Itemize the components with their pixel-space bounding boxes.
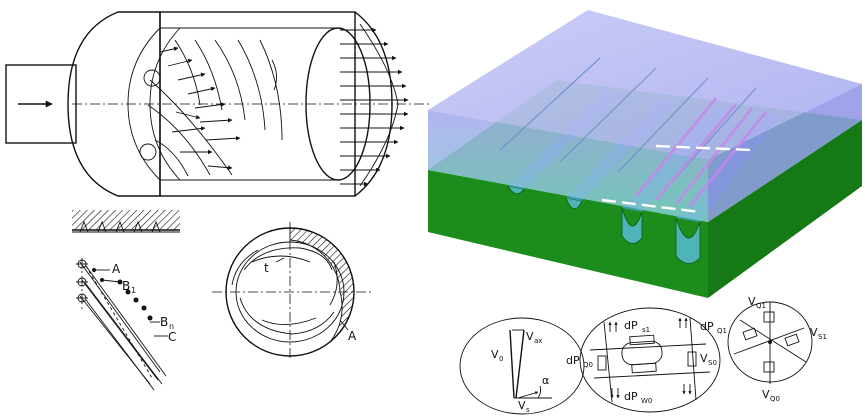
cross-section-diagram: t A xyxy=(212,222,372,360)
groove-hole-lower xyxy=(139,143,157,161)
label-vs0-sub: S0 xyxy=(708,359,717,367)
groove-hole-upper xyxy=(143,69,161,87)
outlet-velocity-profile xyxy=(340,23,409,187)
flow-streaks xyxy=(601,144,753,214)
stream-label-a: A xyxy=(112,262,121,276)
label-dpq0: dP xyxy=(566,354,580,367)
wall-section-detail xyxy=(72,210,180,233)
label-vax-sub: ax xyxy=(534,337,542,345)
label-vq1-sub: Q1 xyxy=(756,302,766,310)
label-v0-sub: 0 xyxy=(499,355,503,363)
stream-label-bn-sub: n xyxy=(169,322,174,331)
label-vq0: V xyxy=(762,388,770,401)
stream-label-c: C xyxy=(168,330,176,344)
label-dpq1-sub: Q1 xyxy=(717,327,727,335)
cover-top-face xyxy=(428,10,862,160)
microchannel-3d-model xyxy=(428,10,862,298)
label-vs1-sub: S1 xyxy=(818,333,827,341)
label-vax: V xyxy=(526,330,534,343)
stream-label-b1-sub: 1 xyxy=(131,286,136,295)
label-dpw0-sub: W0 xyxy=(641,397,652,405)
stream-label-b1: B xyxy=(122,279,130,293)
substrate-front-face xyxy=(428,170,708,298)
streamline-diagram: A B 1 B n C xyxy=(76,258,176,391)
section-label-a: A xyxy=(348,329,357,343)
label-vs-sub: s xyxy=(526,406,530,414)
label-dpq0-sub: Q0 xyxy=(583,361,593,369)
velocity-triangle-detail: V 0 V ax V s α xyxy=(459,317,585,415)
highlight-strips xyxy=(634,97,768,207)
v0-vector xyxy=(509,329,515,399)
detail-circle-2 xyxy=(579,307,721,413)
cover-right-face xyxy=(708,84,862,222)
label-vs: V xyxy=(518,399,526,412)
helical-grooves xyxy=(147,39,283,177)
label-vq1: V xyxy=(748,295,756,308)
label-alpha: α xyxy=(542,374,549,387)
label-vs1: V xyxy=(810,326,818,339)
hatched-wall xyxy=(289,227,355,343)
internal-flow-arrows xyxy=(159,46,241,170)
detail-circle-1 xyxy=(459,317,585,415)
label-vq0-sub: Q0 xyxy=(770,395,780,403)
label-v0: V xyxy=(491,348,499,361)
label-dpq1: dP xyxy=(700,320,714,333)
label-dps1-sub: s1 xyxy=(642,326,650,334)
mixer-cutaway-diagram xyxy=(5,11,430,197)
stream-label-bn: B xyxy=(160,315,168,329)
stream-leaders xyxy=(92,268,168,337)
label-vs0: V xyxy=(700,352,708,365)
section-label-t: t xyxy=(264,261,269,275)
mixer-end-cap xyxy=(67,11,161,197)
substrate-right-face xyxy=(708,120,862,298)
label-dpw0: dP xyxy=(624,390,638,403)
groove-notches xyxy=(507,185,701,264)
label-dps1: dP xyxy=(624,319,638,332)
volume-flow-detail: V Q1 V S1 V Q0 xyxy=(727,295,827,403)
pressure-element-detail: dP s1 dP Q1 dP Q0 V S0 dP W0 xyxy=(566,307,727,413)
